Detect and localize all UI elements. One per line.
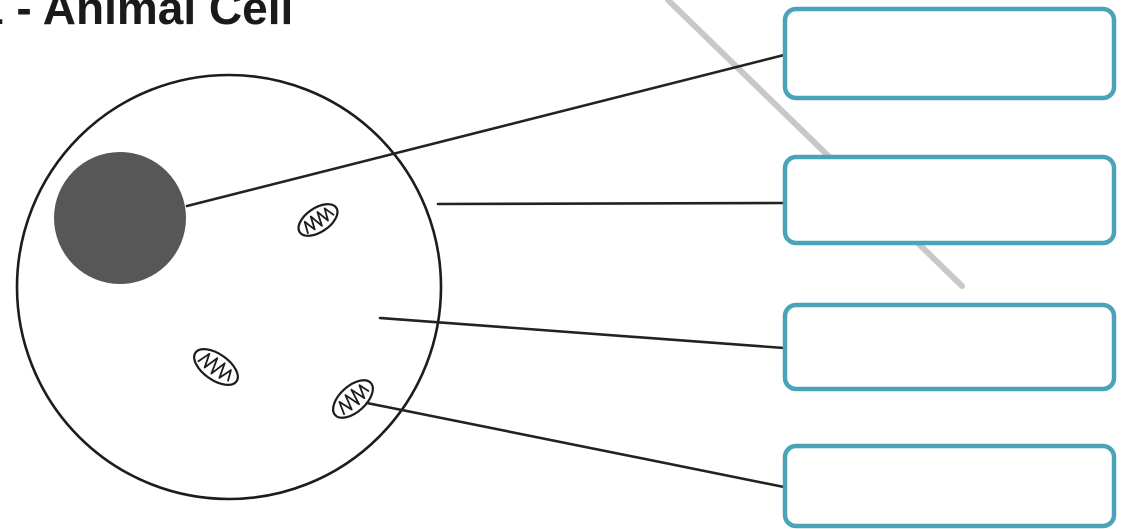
cell-membrane bbox=[17, 75, 441, 499]
nucleus bbox=[54, 152, 186, 284]
label-box-nucleus-frame bbox=[785, 9, 1114, 98]
label-box-mitochondrion[interactable] bbox=[785, 446, 1114, 526]
leader-line-mitochondrion bbox=[367, 403, 784, 487]
label-box-cell-membrane[interactable] bbox=[785, 157, 1114, 243]
label-box-cytoplasm[interactable] bbox=[785, 305, 1114, 389]
leader-line-cell-membrane bbox=[438, 203, 784, 204]
label-box-nucleus[interactable] bbox=[785, 9, 1114, 98]
label-box-cytoplasm-frame bbox=[785, 305, 1114, 389]
label-box-mitochondrion-frame bbox=[785, 446, 1114, 526]
label-box-cell-membrane-frame bbox=[785, 157, 1114, 243]
leader-line-cytoplasm bbox=[380, 318, 784, 348]
diagram-title: 1 - Animal Cell bbox=[0, 0, 293, 34]
